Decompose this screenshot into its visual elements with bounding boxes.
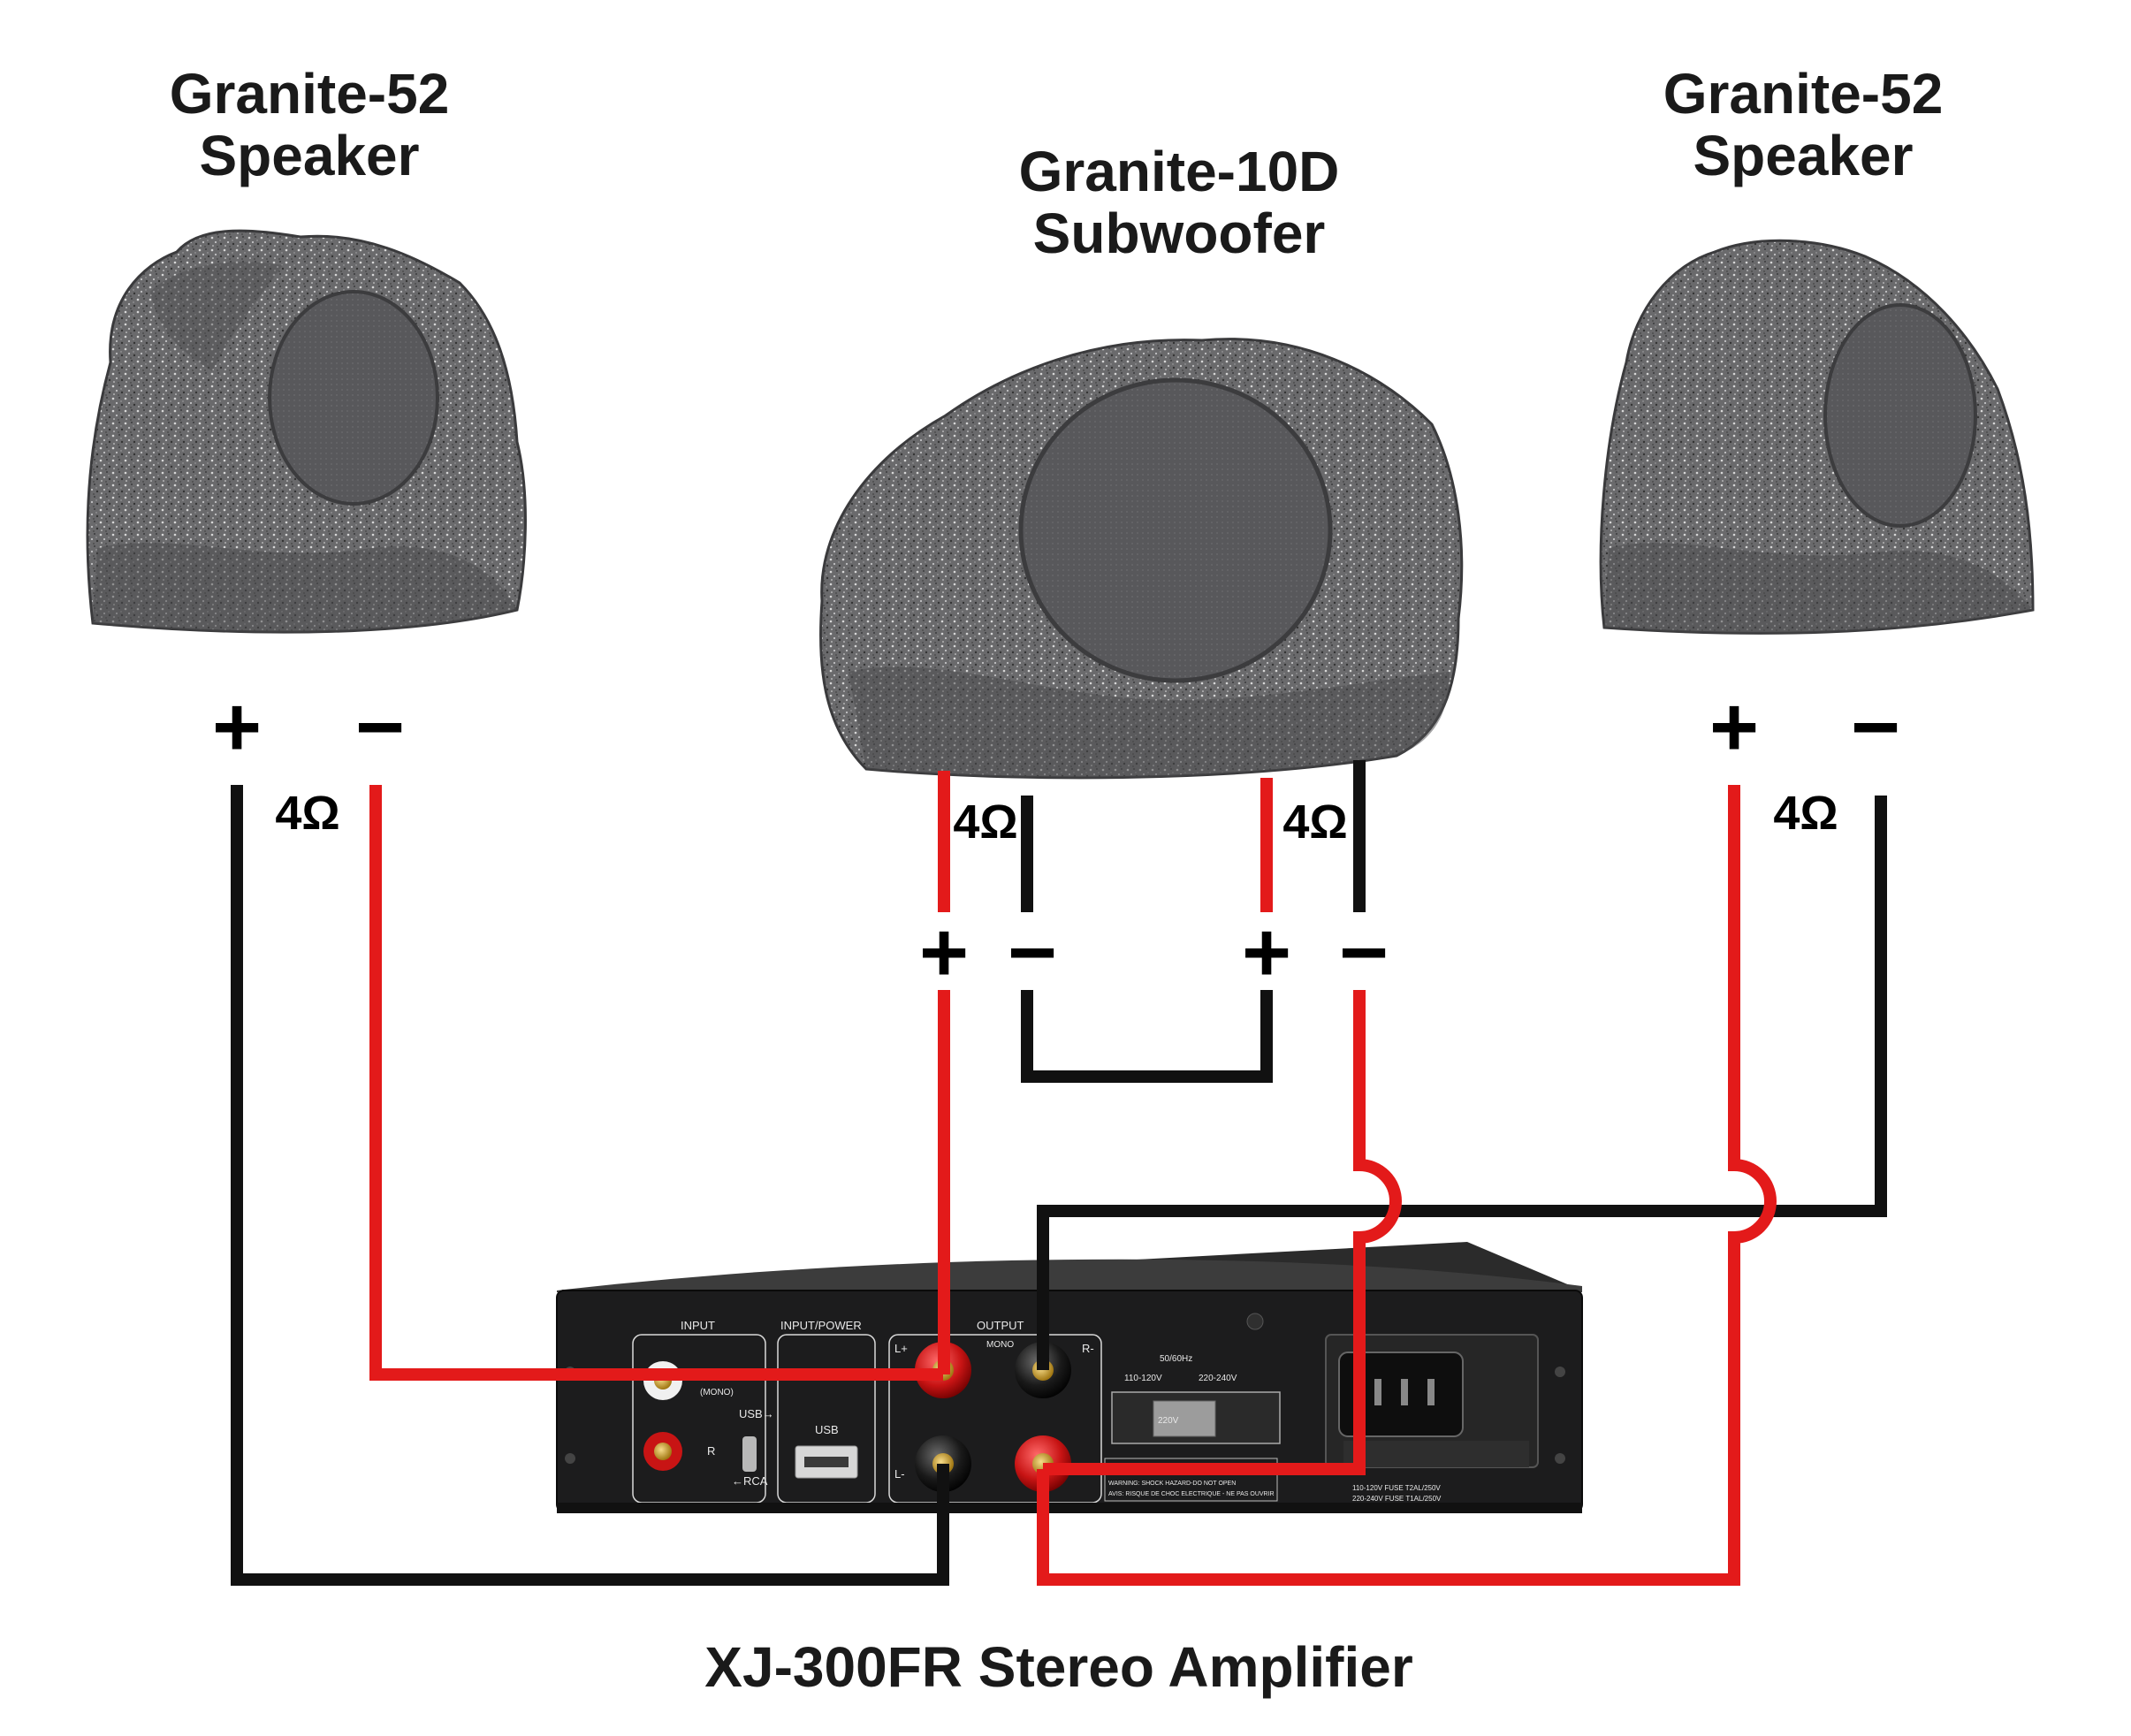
- right-speaker-model: Granite-52: [1663, 62, 1944, 126]
- right-rock-speaker: [1599, 239, 2035, 635]
- amplifier-caption: XJ-300FR Stereo Amplifier: [704, 1635, 1412, 1699]
- right-speaker-title: Granite-52 Speaker: [1663, 62, 1944, 187]
- amp-r-label: R: [707, 1444, 715, 1458]
- right-speaker-grille: [1823, 303, 1977, 528]
- usb-rca-toggle[interactable]: [742, 1436, 757, 1472]
- left-speaker-model: Granite-52: [170, 62, 450, 126]
- amp-warning-2: AVIS: RISQUE DE CHOC ELECTRIQUE - NE PAS…: [1108, 1491, 1275, 1497]
- subwoofer-b-minus-symbol: −: [1339, 905, 1389, 1000]
- left-rock-speaker: [86, 229, 527, 634]
- left-speaker-plus-symbol: +: [212, 680, 262, 774]
- amp-output-label: OUTPUT: [977, 1319, 1024, 1332]
- amp-switch-label: 220V: [1158, 1416, 1179, 1426]
- amp-fuse-1: 110-120V FUSE T2AL/250V: [1352, 1484, 1441, 1492]
- subwoofer-a-plus-symbol: +: [919, 905, 969, 1000]
- wire-left-speaker-minus: [369, 785, 943, 1381]
- amp-usb-arrow: USB→: [739, 1407, 774, 1420]
- amp-warning-1: WARNING: SHOCK HAZARD-DO NOT OPEN: [1108, 1481, 1236, 1487]
- right-speaker-terminals: + − 4Ω: [1709, 680, 1900, 840]
- wire-right-speaker-minus: [1037, 796, 1887, 1370]
- subwoofer-impedance-a: 4Ω: [953, 796, 1017, 849]
- left-speaker-impedance: 4Ω: [275, 787, 339, 840]
- amp-220v-label: 220-240V: [1199, 1374, 1237, 1383]
- amp-r-minus-label: R-: [1082, 1342, 1094, 1355]
- left-speaker-type: Speaker: [199, 124, 419, 187]
- left-speaker-grille: [268, 290, 439, 506]
- left-speaker-minus-symbol: −: [355, 680, 405, 774]
- amp-l-plus-label: L+: [894, 1342, 908, 1355]
- subwoofer-a-minus-symbol: −: [1008, 905, 1057, 1000]
- amp-mono-label: MONO: [986, 1340, 1014, 1350]
- wiring: [231, 760, 1887, 1586]
- subwoofer-model: Granite-10D: [1019, 140, 1340, 203]
- amp-l-minus-label: L-: [894, 1467, 905, 1481]
- subwoofer-terminals: 4Ω 4Ω + − + −: [919, 796, 1389, 1000]
- subwoofer-title: Granite-10D Subwoofer: [1019, 140, 1340, 265]
- right-speaker-impedance: 4Ω: [1773, 787, 1838, 840]
- amp-mono-paren: (MONO): [700, 1388, 734, 1397]
- subwoofer-type: Subwoofer: [1033, 202, 1326, 265]
- amp-input-label: INPUT: [681, 1319, 715, 1332]
- wire-left-speaker-plus: [231, 785, 949, 1586]
- subwoofer-b-plus-symbol: +: [1242, 905, 1291, 1000]
- amp-110v-label: 110-120V: [1124, 1374, 1162, 1383]
- left-speaker-terminals: + − 4Ω: [212, 680, 405, 840]
- wire-right-speaker-plus: [1037, 785, 1777, 1586]
- right-speaker-type: Speaker: [1693, 124, 1913, 187]
- wire-sub-b-minus-amp: [1043, 990, 1402, 1475]
- amp-input-power-label: INPUT/POWER: [780, 1319, 862, 1332]
- voltage-switch[interactable]: [1153, 1400, 1216, 1437]
- amp-rca-arrow: ←RCA: [732, 1474, 768, 1488]
- amp-hz-label: 50/60Hz: [1160, 1354, 1192, 1364]
- wire-sub-series-jumper: [1021, 990, 1273, 1083]
- left-speaker-title: Granite-52 Speaker: [170, 62, 450, 187]
- amplifier: INPUT (MONO) R USB→ ←RCA INPUT/POWER USB…: [556, 1242, 1583, 1513]
- subwoofer-impedance-b: 4Ω: [1282, 796, 1347, 849]
- amp-fuse-2: 220-240V FUSE T1AL/250V: [1352, 1495, 1442, 1503]
- subwoofer-grille: [1018, 377, 1333, 683]
- right-speaker-minus-symbol: −: [1851, 680, 1900, 774]
- subwoofer-rock: [818, 338, 1464, 780]
- right-speaker-plus-symbol: +: [1709, 680, 1759, 774]
- amp-usb-label: USB: [815, 1423, 839, 1436]
